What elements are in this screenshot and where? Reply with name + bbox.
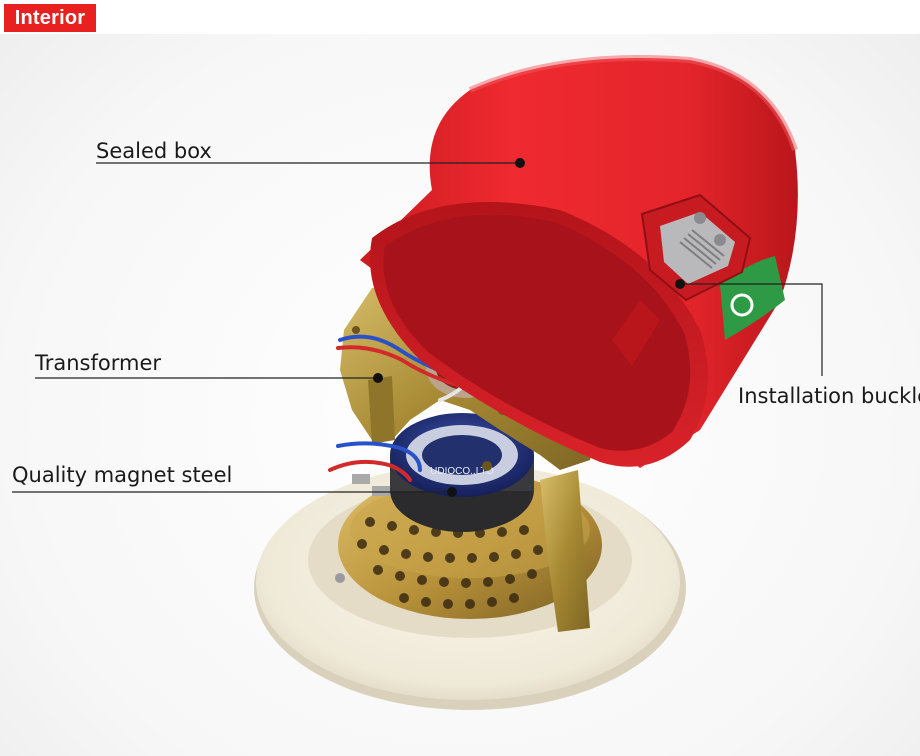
callout-lines bbox=[12, 162, 823, 493]
installation-buckle bbox=[612, 193, 752, 366]
leader-buckle bbox=[680, 283, 823, 376]
callout-sealed-box: Sealed box bbox=[96, 139, 212, 163]
green-sticker bbox=[720, 256, 785, 340]
pointer-buckle bbox=[675, 279, 685, 289]
pointer-transformer bbox=[373, 373, 383, 383]
pointer-magnet bbox=[447, 487, 457, 497]
top-band bbox=[0, 0, 920, 34]
pointer-sealed-box bbox=[515, 158, 525, 168]
magnet-print: UDIOCO.,LTD bbox=[430, 466, 494, 477]
callout-transformer: Transformer bbox=[35, 351, 162, 375]
interior-badge: Interior bbox=[4, 4, 96, 32]
magnet-steel: UDIOCO.,LTD bbox=[390, 413, 534, 532]
callout-buckle: Installation buckle bbox=[738, 384, 920, 408]
callout-magnet: Quality magnet steel bbox=[12, 463, 233, 487]
sealed-box bbox=[360, 55, 798, 468]
